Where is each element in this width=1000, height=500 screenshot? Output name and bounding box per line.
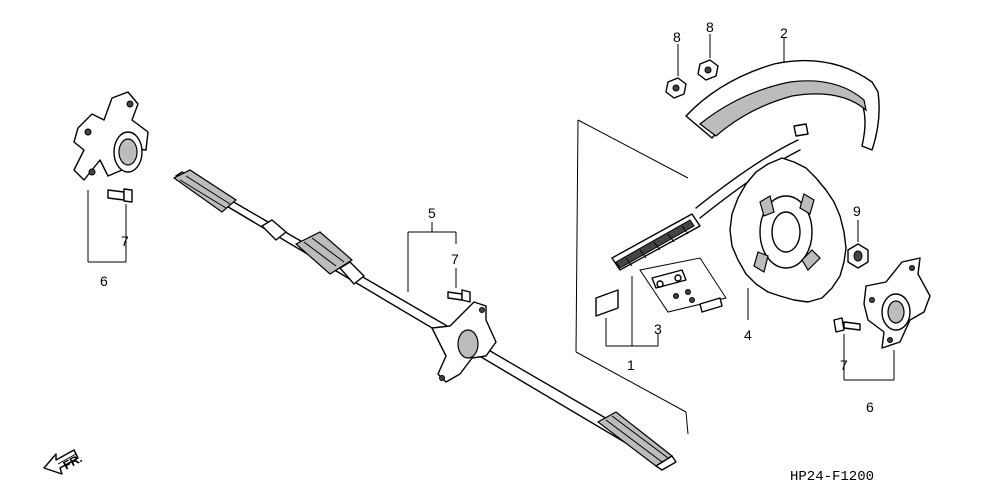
callout-1: 1 [627,357,635,373]
master-link [639,257,727,313]
right-hub [863,257,931,349]
driven-sprocket [729,157,847,320]
callout-7-mid: 7 [451,251,459,267]
guard-nut-left [665,44,687,99]
flange-bolt [447,289,471,303]
left-hub [73,91,149,181]
callout-8-b: 8 [706,19,714,35]
guard-nut-right [697,34,719,81]
rear-axle [172,169,677,471]
chain-label-tag [595,289,619,317]
front-direction-arrow-icon [43,449,79,475]
callout-9: 9 [853,203,861,219]
chain-guard [685,38,880,151]
assembly-box-outline [575,119,689,435]
callout-4: 4 [744,327,752,343]
callout-6-right: 6 [866,399,874,415]
callout-3: 3 [654,321,662,337]
callout-7-left: 7 [121,233,129,249]
right-hub-bolt [833,317,861,333]
figure-code: HP24-F1200 [790,469,874,485]
callout-7-right: 7 [840,357,848,373]
left-hub-bolt [107,188,133,203]
callout-6-left: 6 [100,273,108,289]
front-marker-label: FR. [61,451,85,472]
callout-8-a: 8 [673,29,681,45]
sprocket-nut [847,220,869,269]
callout-5: 5 [428,205,436,221]
callout-2: 2 [780,25,788,41]
